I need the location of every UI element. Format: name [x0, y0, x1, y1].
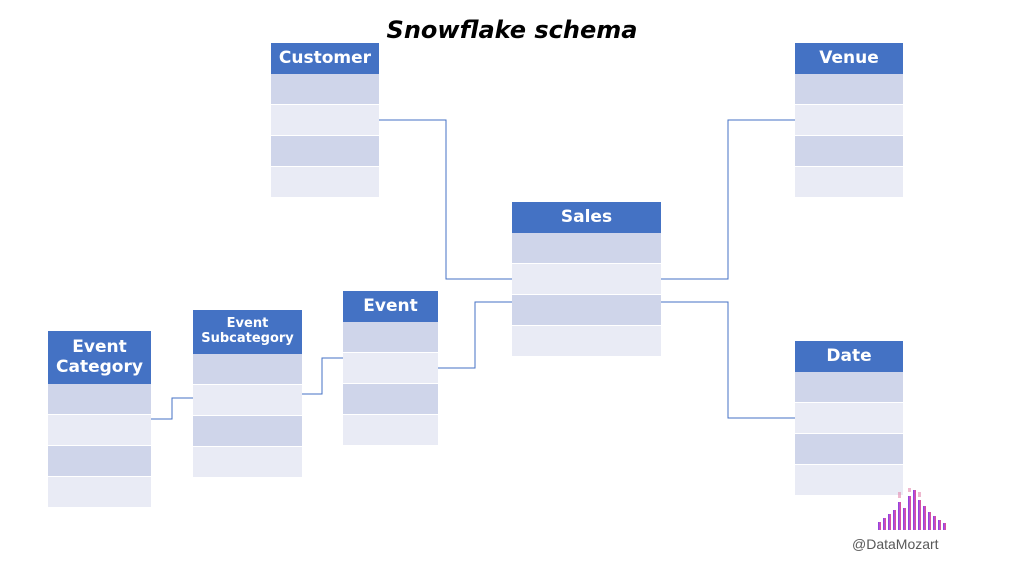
table-venue-row	[795, 74, 903, 105]
brand-handle: @DataMozart	[852, 536, 939, 552]
table-event-category-header: Event Category	[48, 331, 151, 384]
link-date-sales	[661, 301, 795, 419]
table-date[interactable]: Date	[795, 341, 903, 496]
table-sales-row	[512, 233, 661, 264]
table-date-row	[795, 434, 903, 465]
table-event-subcategory-row	[193, 447, 302, 478]
table-event-category-row	[48, 384, 151, 415]
table-sales-row	[512, 326, 661, 357]
link-subcategory-event	[302, 357, 343, 395]
bar-logo-icon	[878, 488, 946, 530]
table-customer-row	[271, 74, 379, 105]
table-customer-row	[271, 105, 379, 136]
table-venue[interactable]: Venue	[795, 43, 903, 198]
link-category-subcategory	[151, 397, 193, 420]
link-customer-sales	[379, 119, 512, 280]
table-event-category-row	[48, 415, 151, 446]
table-date-header: Date	[795, 341, 903, 372]
table-event-row	[343, 415, 438, 446]
table-event-subcategory-row	[193, 354, 302, 385]
table-event-subcategory-row	[193, 416, 302, 447]
table-date-row	[795, 403, 903, 434]
table-event-category[interactable]: Event Category	[48, 331, 151, 508]
table-event-category-row	[48, 477, 151, 508]
table-event-row	[343, 353, 438, 384]
table-venue-row	[795, 167, 903, 198]
table-event-category-row	[48, 446, 151, 477]
table-customer[interactable]: Customer	[271, 43, 379, 198]
table-event-subcategory[interactable]: Event Subcategory	[193, 310, 302, 478]
table-date-row	[795, 465, 903, 496]
table-date-row	[795, 372, 903, 403]
link-event-sales	[438, 301, 512, 369]
table-event-row	[343, 384, 438, 415]
table-venue-row	[795, 136, 903, 167]
table-event-subcategory-row	[193, 385, 302, 416]
table-event[interactable]: Event	[343, 291, 438, 446]
table-sales-header: Sales	[512, 202, 661, 233]
table-customer-header: Customer	[271, 43, 379, 74]
table-sales[interactable]: Sales	[512, 202, 661, 357]
table-sales-row	[512, 295, 661, 326]
link-venue-sales	[661, 119, 795, 280]
table-event-subcategory-header: Event Subcategory	[193, 310, 302, 354]
table-event-header: Event	[343, 291, 438, 322]
table-sales-row	[512, 264, 661, 295]
table-customer-row	[271, 167, 379, 198]
table-event-row	[343, 322, 438, 353]
diagram-title: Snowflake schema	[386, 16, 638, 44]
table-customer-row	[271, 136, 379, 167]
table-venue-row	[795, 105, 903, 136]
table-venue-header: Venue	[795, 43, 903, 74]
